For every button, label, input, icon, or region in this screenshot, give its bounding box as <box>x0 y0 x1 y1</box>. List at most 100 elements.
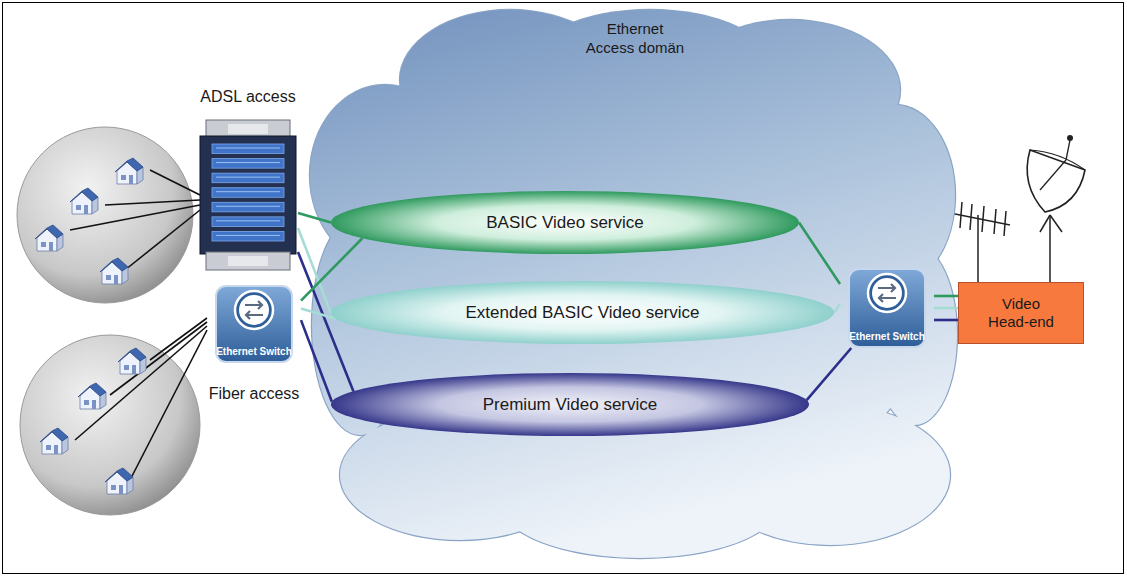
link-line <box>807 348 852 400</box>
svg-g <box>70 170 200 270</box>
svg-path <box>878 284 895 292</box>
access-heading: ADSL access <box>200 88 295 106</box>
svg-line <box>216 177 280 178</box>
svg-rect <box>200 136 296 254</box>
svg-line <box>1049 215 1051 282</box>
svg-line <box>982 206 984 232</box>
svg-circle <box>235 291 273 329</box>
service-link <box>834 304 840 313</box>
svg-line <box>970 204 972 230</box>
svg-line <box>75 326 207 440</box>
link-line <box>298 213 331 223</box>
svg-line <box>216 162 280 163</box>
svg-use <box>100 258 128 284</box>
service-link <box>807 348 852 400</box>
svg-line <box>216 191 280 192</box>
svg-line <box>125 210 200 270</box>
svg-line <box>105 200 200 205</box>
svg-use <box>40 428 68 454</box>
svg-line <box>977 215 979 282</box>
cloud-title: Ethernet Access domän <box>583 19 687 57</box>
svg-ellipse <box>331 281 834 344</box>
service-link <box>298 213 331 223</box>
service-link <box>301 320 332 402</box>
switch-label: Ethernet Switch <box>207 346 301 357</box>
svg-use <box>35 225 63 251</box>
svg-path <box>879 294 896 302</box>
svg-rect <box>310 5 960 560</box>
ethernet-switch: Ethernet SwitchFiber access <box>207 285 301 363</box>
service-link <box>799 223 840 285</box>
svg-circle <box>17 127 193 303</box>
service-band: BASIC Video service <box>330 190 800 255</box>
access-heading: Fiber access <box>209 385 300 403</box>
svg-rect <box>206 120 290 138</box>
svg-circle <box>1067 135 1073 141</box>
svg-rect <box>206 252 290 270</box>
ethernet-access-cloud: Ethernet Access domänBASIC Video service… <box>310 5 960 560</box>
svg-circle <box>868 274 906 312</box>
svg-g <box>310 5 960 560</box>
svg-line <box>960 202 962 228</box>
link-line <box>834 304 840 313</box>
svg-rect <box>3 3 1124 574</box>
svg-g <box>878 284 896 302</box>
svg-rect <box>212 144 284 154</box>
service-link <box>934 296 958 297</box>
switch-label: Ethernet Switch <box>840 331 934 342</box>
service-link <box>298 252 353 391</box>
svg-line <box>1040 215 1050 232</box>
service-link <box>301 308 336 319</box>
headend-label: Video Head-end <box>985 295 1057 331</box>
svg-rect <box>228 256 268 266</box>
video-headend: Video Head-end <box>958 282 1084 344</box>
service-band: Extended BASIC Video service <box>330 280 835 345</box>
svg-rect <box>212 159 284 169</box>
link-line <box>298 228 331 314</box>
svg-path <box>1030 150 1085 170</box>
svg-line <box>1050 215 1062 232</box>
service-link <box>301 238 362 300</box>
svg-use <box>105 468 133 494</box>
band-label: BASIC Video service <box>486 213 643 233</box>
adsl-dslam: ADSL access <box>198 120 298 270</box>
svg-ellipse <box>331 373 809 436</box>
svg-rect <box>228 124 268 134</box>
band-label: Premium Video service <box>483 395 657 415</box>
svg-rect <box>212 188 284 198</box>
svg-line <box>216 206 280 207</box>
svg-line <box>216 220 280 221</box>
svg-circle <box>239 295 269 325</box>
svg-rect <box>212 202 284 212</box>
svg-g <box>245 301 263 319</box>
svg-rect <box>212 217 284 227</box>
svg-use <box>118 348 146 374</box>
service-link <box>934 320 958 321</box>
svg-line <box>150 318 207 360</box>
svg-circle <box>872 278 902 308</box>
svg-circle <box>20 335 200 515</box>
svg-line <box>994 209 996 234</box>
service-band: Premium Video service <box>330 372 810 437</box>
link-line <box>934 307 958 310</box>
svg-line <box>1066 140 1070 160</box>
svg-line <box>1004 211 1006 236</box>
svg-use <box>78 383 106 409</box>
svg-rect <box>959 283 1084 344</box>
svg-path <box>246 311 263 319</box>
link-line <box>799 223 840 285</box>
dslam-equipment <box>198 120 298 270</box>
svg-line <box>216 235 280 236</box>
band-label: Extended BASIC Video service <box>465 303 699 323</box>
svg-g <box>75 318 207 480</box>
link-line <box>301 320 332 402</box>
link-line <box>301 238 362 300</box>
svg-rect <box>212 231 284 241</box>
link-line <box>934 295 958 298</box>
svg-line <box>1040 160 1066 190</box>
ethernet-switch: Ethernet Switch <box>840 268 934 348</box>
svg-line <box>216 148 280 149</box>
link-line <box>301 308 336 319</box>
svg-use <box>115 158 143 184</box>
link-line <box>298 252 353 391</box>
